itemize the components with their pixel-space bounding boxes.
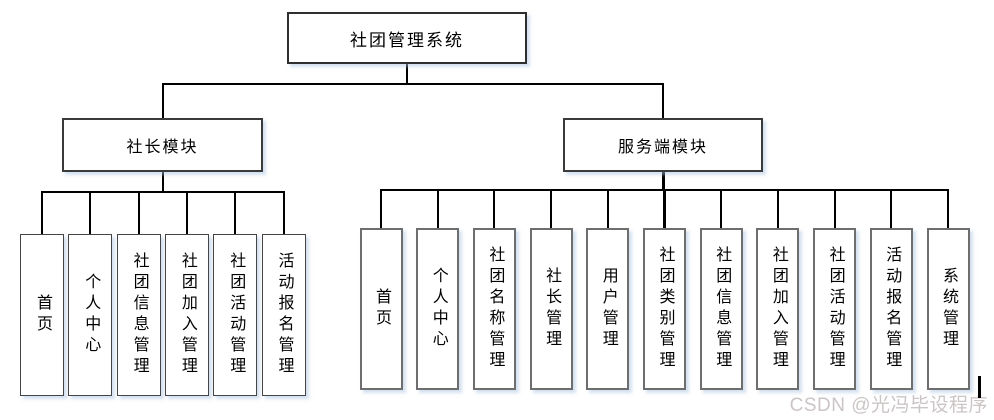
leaf-node-label: 社团加入管理 xyxy=(178,252,196,378)
root-node-label: 社团管理系统 xyxy=(350,30,464,50)
connector-line xyxy=(833,190,836,228)
leaf-node: 社团活动管理 xyxy=(813,228,857,390)
leaf-node: 社团类别管理 xyxy=(643,228,686,390)
leaf-node-label: 活动报名管理 xyxy=(883,246,901,372)
leaf-node: 用户管理 xyxy=(586,228,630,390)
leaf-node: 首页 xyxy=(359,228,403,390)
connector-line xyxy=(137,192,140,234)
connector-line xyxy=(161,84,164,118)
leaf-node-label: 个人中心 xyxy=(82,273,100,357)
leaf-node-label: 社团类别管理 xyxy=(656,246,674,372)
leaf-node-label: 首页 xyxy=(373,288,390,330)
leaf-node-label: 首页 xyxy=(34,294,51,336)
leaf-node-label: 活动报名管理 xyxy=(275,252,293,378)
leaf-node: 社长管理 xyxy=(529,228,573,390)
leaf-node: 活动报名管理 xyxy=(261,234,306,396)
leaf-node: 个人中心 xyxy=(68,234,113,396)
connector-line xyxy=(720,190,723,228)
csdn-watermark: CSDN @光冯毕设程序 xyxy=(789,395,988,416)
connector-line xyxy=(947,190,949,228)
leaf-node-label: 社团名称管理 xyxy=(486,246,504,372)
branch-node-label: 社长模块 xyxy=(126,139,199,156)
connector-line xyxy=(234,192,237,234)
leaf-node-label: 社团活动管理 xyxy=(227,252,245,378)
connector-line xyxy=(776,190,779,228)
leaf-node: 社团加入管理 xyxy=(164,234,209,396)
leaf-node-label: 系统管理 xyxy=(940,267,957,351)
branch-node-label: 服务端模块 xyxy=(617,139,708,156)
connector-line xyxy=(380,190,382,228)
leaf-node-label: 社团信息管理 xyxy=(130,252,148,378)
leaf-node: 个人中心 xyxy=(416,228,460,390)
leaf-node: 首页 xyxy=(20,234,64,396)
connector-line xyxy=(185,192,188,234)
leaf-node-label: 社长管理 xyxy=(543,267,561,351)
leaf-node-label: 社团活动管理 xyxy=(826,246,844,372)
leaf-node: 社团活动管理 xyxy=(213,234,258,396)
leaf-node: 社团信息管理 xyxy=(699,228,743,390)
connector-line xyxy=(661,172,665,191)
root-node: 社团管理系统 xyxy=(287,12,527,64)
leaf-node: 社团加入管理 xyxy=(756,228,800,390)
leaf-node: 系统管理 xyxy=(926,228,970,390)
leaf-node-label: 社团加入管理 xyxy=(769,246,787,372)
connector-line xyxy=(89,192,92,234)
leaf-node: 活动报名管理 xyxy=(869,228,913,390)
leaf-node-label: 用户管理 xyxy=(599,267,617,351)
connector-line xyxy=(436,190,439,228)
branch-node-president-module: 社长模块 xyxy=(62,118,263,172)
connector-line xyxy=(161,83,664,85)
connector-line xyxy=(406,64,408,84)
connector-line xyxy=(662,84,664,118)
leaf-node: 社团名称管理 xyxy=(472,228,516,390)
leaf-node-label: 社团信息管理 xyxy=(713,246,731,372)
connector-line xyxy=(493,190,496,228)
connector-line xyxy=(161,172,164,193)
leaf-node-label: 个人中心 xyxy=(429,267,447,351)
connector-line xyxy=(890,190,893,228)
connector-line xyxy=(663,190,666,228)
leaf-node: 社团信息管理 xyxy=(116,234,161,396)
connector-line xyxy=(41,191,285,193)
connector-line xyxy=(606,190,609,228)
branch-node-server-module: 服务端模块 xyxy=(563,118,763,172)
connector-line xyxy=(41,192,43,234)
connector-line xyxy=(550,190,553,228)
text-cursor xyxy=(978,376,981,398)
connector-line xyxy=(282,192,285,234)
